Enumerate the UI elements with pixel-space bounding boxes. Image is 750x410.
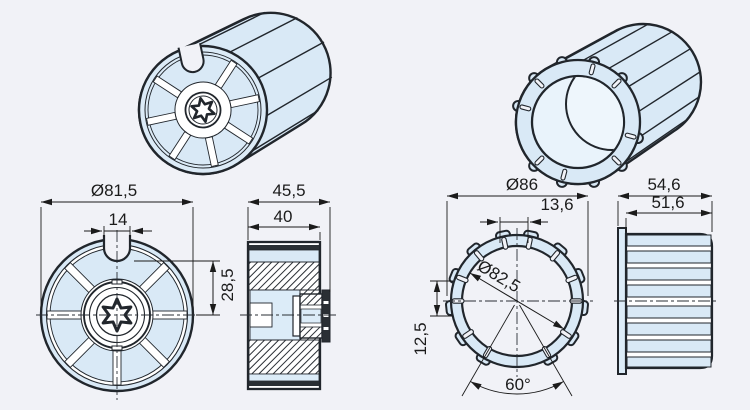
center-lines	[36, 230, 200, 400]
front-view-spoked-adapter	[36, 230, 200, 400]
dimension-labels: Ø81,5 14 28,5 45,5 40 Ø86 13,6 Ø82,5 12,…	[91, 175, 685, 394]
iso-left-star-bore	[190, 96, 216, 124]
iso-right-bore-depth	[565, 77, 623, 151]
spokes	[46, 262, 188, 386]
dim-left-outer-diameter: Ø81,5	[91, 181, 137, 200]
side-view-crown-ring	[614, 227, 718, 375]
crown-fins	[626, 234, 712, 368]
iso-left-front-face	[137, 42, 269, 176]
iso-right-fin-lines	[556, 23, 701, 163]
iso-view-ribbed-crown	[512, 22, 703, 188]
dim-right-body-length: 51,6	[651, 193, 684, 212]
iso-left-notch	[177, 42, 205, 74]
dim-left-overall-length: 45,5	[272, 181, 305, 200]
dim-left-body-length: 40	[274, 207, 293, 226]
dim-right-slot-offset: 12,5	[411, 322, 430, 355]
dim-right-bottom-angle: 60°	[505, 375, 531, 394]
dim-right-overall-length: 54,6	[647, 175, 680, 194]
iso-view-spoked-adapter	[137, 11, 333, 176]
dim-left-notch-width: 14	[109, 210, 128, 229]
dimension-lines	[40, 192, 713, 397]
dim-right-outer-diameter: Ø86	[506, 175, 538, 194]
section-view-spoked-adapter	[240, 240, 338, 391]
dim-left-notch-to-center: 28,5	[218, 268, 237, 301]
iso-left-panel-lines	[183, 11, 333, 152]
dim-right-top-gap: 13,6	[540, 195, 573, 214]
section-hub	[292, 289, 331, 343]
